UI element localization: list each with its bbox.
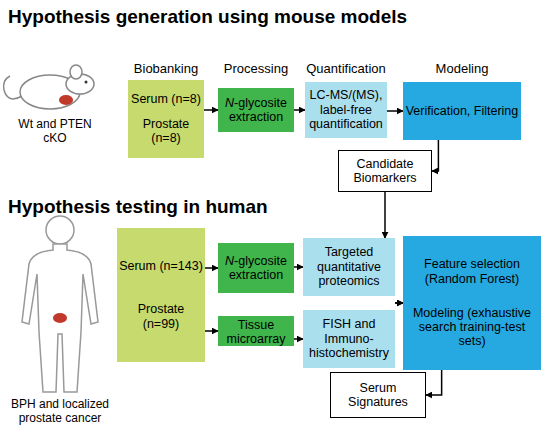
process-box: N-glycosite extraction: [218, 88, 294, 132]
box-text: Serum (n=143): [119, 259, 203, 273]
box-text: LC-MS/(MS), label-free quantification: [306, 88, 386, 131]
illustration-caption: BPH and localized prostate cancer: [4, 398, 116, 426]
section-heading: Hypothesis generation using mouse models: [8, 6, 407, 28]
prostate-mark: [53, 313, 67, 323]
box-text: Prostate (n=99): [118, 302, 204, 331]
output-box: Candidate Biomarkers: [338, 150, 432, 192]
flow-arrow: [432, 140, 438, 171]
prostate-mark: [59, 95, 73, 105]
process-box: Tissue microarray: [218, 316, 294, 346]
human-head: [46, 216, 74, 244]
flow-arrow: [205, 330, 218, 332]
illustration-caption: Wt and PTEN cKO: [10, 118, 100, 146]
flow-arrow: [395, 302, 403, 304]
flow-arrow: [387, 110, 403, 112]
box-text: Modeling (exhaustive search training-tes…: [404, 306, 540, 349]
box-text: Candidate Biomarkers: [340, 157, 430, 186]
flow-arrow: [384, 192, 386, 238]
box-text: N-glycosite extraction: [219, 96, 293, 125]
column-header: Modeling: [403, 62, 521, 77]
flow-arrow: [204, 109, 218, 111]
process-box: Targeted quantitative proteomics: [303, 238, 395, 296]
mouse-illustration: [4, 65, 94, 109]
mouse-tail: [4, 76, 22, 99]
flow-arrow: [294, 109, 305, 111]
box-text: Prostate (n=8): [129, 117, 203, 146]
mouse-eye: [85, 81, 88, 84]
sample-box: Serum (n=8) Prostate (n=8): [128, 80, 204, 158]
flow-arrow: [294, 266, 303, 268]
box-text: Tissue microarray: [219, 318, 293, 347]
flow-arrow: [426, 370, 442, 395]
column-header: Processing: [212, 62, 300, 77]
flow-arrow: [205, 267, 218, 269]
process-box: FISH and Immuno-histochemistry: [303, 310, 395, 368]
flow-arrow: [395, 302, 403, 304]
box-text: Feature selection (Random Forest): [404, 257, 540, 286]
column-header: Quantification: [298, 62, 394, 77]
box-text: FISH and Immuno-histochemistry: [304, 317, 394, 360]
mouse-ear: [70, 65, 82, 79]
box-text: Serum Signatures: [332, 381, 424, 410]
flow-arrow: [294, 338, 303, 340]
box-text: Serum (n=8): [131, 92, 201, 106]
process-box: N-glycosite extraction: [218, 243, 294, 293]
human-illustration: [22, 216, 98, 392]
box-text: Targeted quantitative proteomics: [304, 245, 394, 288]
human-body: [22, 244, 98, 392]
output-box: Serum Signatures: [330, 372, 426, 418]
box-text: N-glycosite extraction: [219, 254, 293, 283]
process-box: Feature selection (Random Forest) Modelin…: [403, 236, 541, 370]
process-box: Verification, Filtering: [403, 82, 521, 140]
section-heading: Hypothesis testing in human: [8, 196, 268, 218]
process-box: LC-MS/(MS), label-free quantification: [305, 82, 387, 138]
sample-box: Serum (n=143) Prostate (n=99): [117, 228, 205, 362]
column-header: Biobanking: [128, 62, 204, 77]
box-text: Verification, Filtering: [406, 104, 519, 118]
